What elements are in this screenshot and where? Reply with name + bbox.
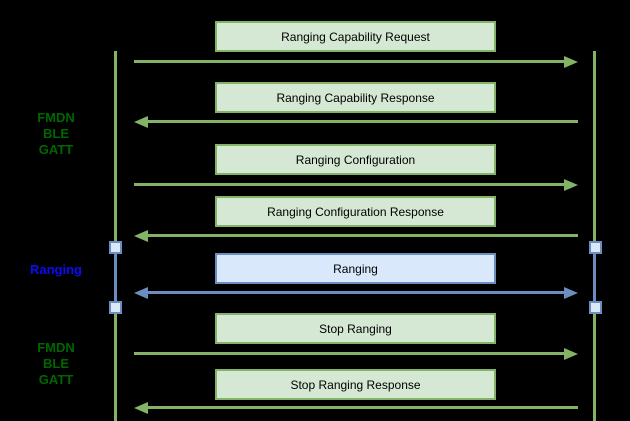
- arrow-line-ranging-configuration-response: [144, 234, 578, 237]
- message-box-ranging-configuration: Ranging Configuration: [215, 144, 496, 175]
- message-label-ranging-capability-response: Ranging Capability Response: [276, 90, 435, 105]
- right-lifeline-ranging-segment: [593, 247, 596, 307]
- arrow-line-ranging-capability-response: [144, 120, 578, 123]
- phase-label-fmdn-ble-gatt-top-line-fmdn: FMDN: [37, 110, 75, 125]
- arrow-line-stop-ranging: [134, 352, 568, 355]
- arrow-line-ranging-configuration: [134, 183, 568, 186]
- arrowhead-left-icon: [134, 287, 148, 299]
- phase-label-fmdn-ble-gatt-top-line-gatt: GATT: [38, 142, 74, 157]
- phase-label-fmdn-ble-gatt-bottom-line-gatt: GATT: [38, 372, 74, 387]
- message-box-ranging-configuration-response: Ranging Configuration Response: [215, 196, 496, 227]
- ranging-endpoint-marker-left-top: [109, 241, 122, 254]
- message-box-ranging-capability-response: Ranging Capability Response: [215, 82, 496, 113]
- message-arrow-stop-ranging-response-left: [134, 402, 578, 414]
- arrowhead-left-icon: [134, 116, 148, 128]
- right-lifeline: [593, 51, 596, 421]
- arrowhead-right-icon: [564, 348, 578, 360]
- phase-label-ranging-line-ranging: Ranging: [30, 262, 82, 277]
- left-lifeline: [114, 51, 117, 421]
- arrow-line-ranging-capability-request: [134, 60, 568, 63]
- message-arrow-stop-ranging-right: [134, 348, 578, 360]
- message-arrow-ranging-both: [134, 287, 578, 299]
- message-label-ranging-capability-request: Ranging Capability Request: [281, 29, 430, 44]
- arrow-line-ranging: [144, 291, 568, 294]
- message-label-ranging-configuration-response: Ranging Configuration Response: [267, 204, 444, 219]
- arrowhead-right-icon: [564, 179, 578, 191]
- message-label-stop-ranging: Stop Ranging: [319, 321, 392, 336]
- arrowhead-right-icon: [564, 287, 578, 299]
- arrow-line-stop-ranging-response: [144, 406, 578, 409]
- ranging-endpoint-marker-left-bottom: [109, 301, 122, 314]
- message-label-ranging: Ranging: [333, 261, 378, 276]
- message-label-stop-ranging-response: Stop Ranging Response: [290, 377, 421, 392]
- message-arrow-ranging-capability-request-right: [134, 56, 578, 68]
- phase-label-fmdn-ble-gatt-bottom-line-ble: BLE: [43, 356, 69, 371]
- message-box-stop-ranging: Stop Ranging: [215, 313, 496, 344]
- ranging-endpoint-marker-right-top: [589, 241, 602, 254]
- message-arrow-ranging-capability-response-left: [134, 116, 578, 128]
- phase-label-fmdn-ble-gatt-top-line-ble: BLE: [43, 126, 69, 141]
- ranging-endpoint-marker-right-bottom: [589, 301, 602, 314]
- arrowhead-right-icon: [564, 56, 578, 68]
- message-box-ranging-capability-request: Ranging Capability Request: [215, 21, 496, 52]
- message-arrow-ranging-configuration-right: [134, 179, 578, 191]
- message-box-stop-ranging-response: Stop Ranging Response: [215, 369, 496, 400]
- phase-label-ranging: Ranging: [14, 262, 98, 278]
- message-label-ranging-configuration: Ranging Configuration: [295, 152, 416, 167]
- left-lifeline-ranging-segment: [114, 247, 117, 307]
- phase-label-fmdn-ble-gatt-bottom-line-fmdn: FMDN: [37, 340, 75, 355]
- arrowhead-left-icon: [134, 230, 148, 242]
- arrowhead-left-icon: [134, 402, 148, 414]
- message-arrow-ranging-configuration-response-left: [134, 230, 578, 242]
- message-box-ranging: Ranging: [215, 253, 496, 284]
